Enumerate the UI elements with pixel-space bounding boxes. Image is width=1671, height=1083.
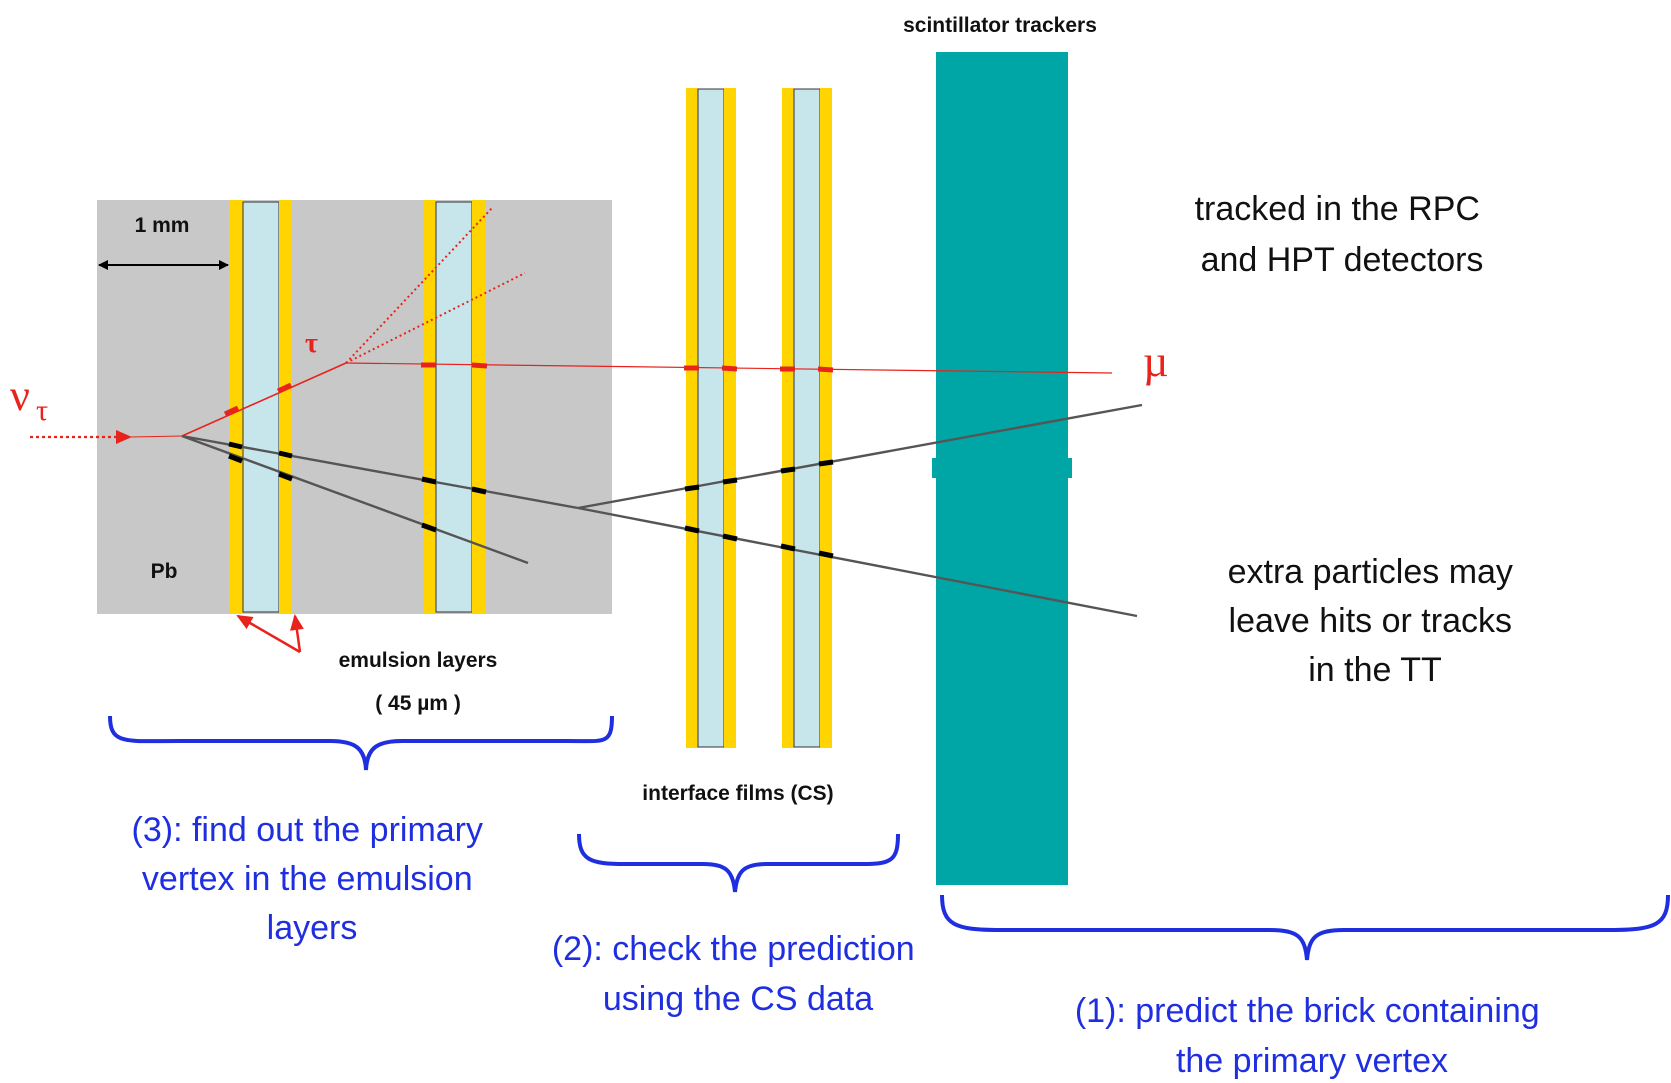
particle-tracks <box>30 207 1143 618</box>
scintillator-label: scintillator trackers <box>903 14 1097 37</box>
pb-label: Pb <box>151 560 178 583</box>
brace-tracker <box>940 894 1670 961</box>
emulsion-film-2 <box>423 200 485 614</box>
emulsion-thickness-label: ( 45 µm ) <box>375 692 461 715</box>
cs-film-2 <box>782 88 832 748</box>
tau-label: τ <box>305 328 318 359</box>
emulsion-film-1 <box>230 200 292 614</box>
lead-brick <box>97 200 612 614</box>
extra-particles-note: extra particles may leave hits or tracks… <box>1228 553 1523 689</box>
film-hits <box>223 362 834 559</box>
hadron-track-2 <box>181 434 579 510</box>
neutrino-subscript: τ <box>36 394 48 427</box>
cs-film-1 <box>686 88 736 748</box>
interface-films-label: interface films (CS) <box>642 782 833 805</box>
tau-daughter-track-2 <box>345 272 526 364</box>
emulsion-layers-label: emulsion layers <box>339 649 498 672</box>
one-mm-label: 1 mm <box>135 214 190 237</box>
emulsion-pointer-arrows <box>236 614 304 654</box>
step2-label: (2): check the prediction using the CS d… <box>552 930 924 1018</box>
scintillator-tracker <box>932 52 1072 885</box>
hadron-track-3 <box>577 403 1143 510</box>
tau-daughter-track-1 <box>345 207 493 364</box>
brace-emulsion <box>108 715 614 771</box>
neutrino-symbol: ν <box>10 371 30 420</box>
rpc-note: tracked in the RPC and HPT detectors <box>1195 190 1490 279</box>
step1-label: (1): predict the brick containing the pr… <box>1075 992 1549 1080</box>
muon-label: µ <box>1143 337 1168 386</box>
tau-track <box>181 362 347 437</box>
hadron-track-4 <box>577 506 1138 618</box>
brace-cs <box>577 833 900 893</box>
step3-label: (3): find out the primary vertex in the … <box>132 811 493 947</box>
hadron-track-1 <box>181 434 529 565</box>
